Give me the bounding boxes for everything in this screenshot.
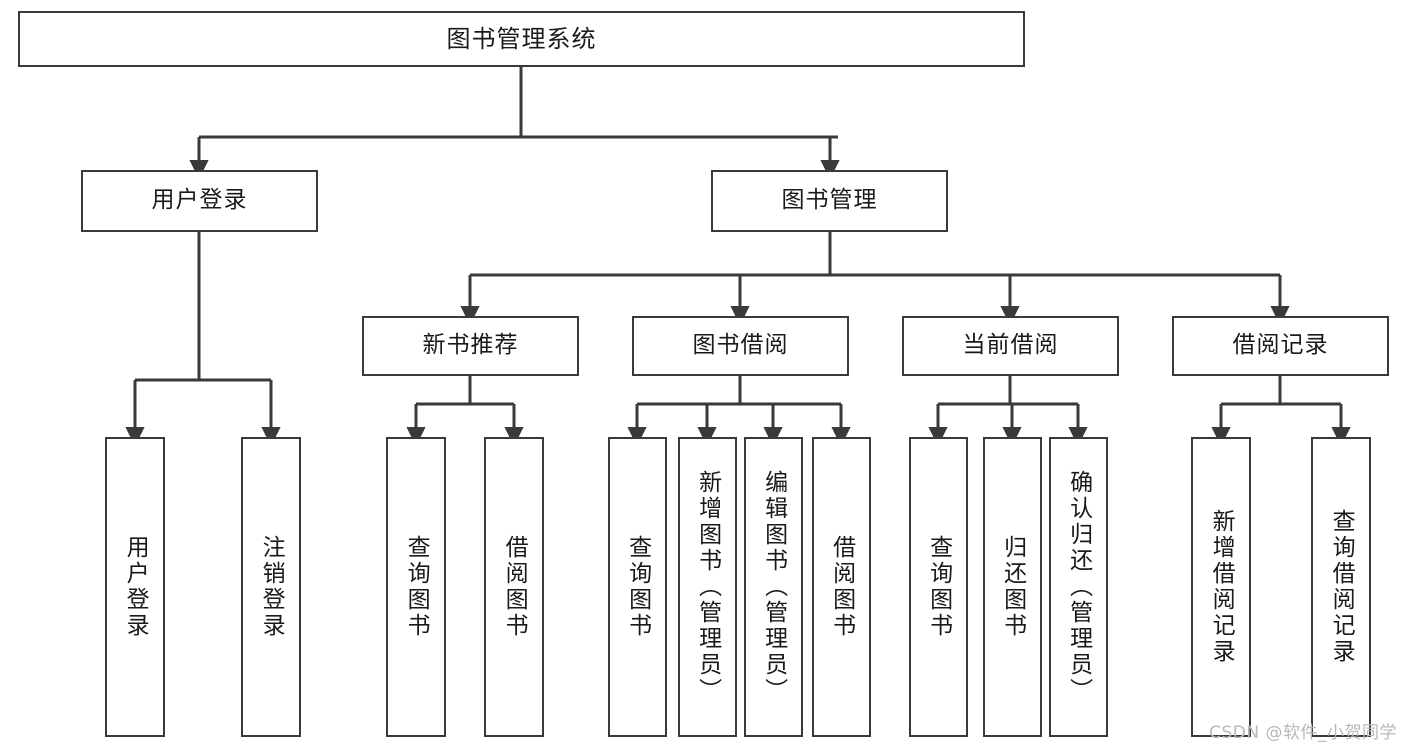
- node-root-system[interactable]: 图书管理系统: [18, 11, 1025, 67]
- node-current-borrow-label: 当前借阅: [962, 332, 1059, 359]
- node-user-login[interactable]: 用户登录: [81, 170, 318, 232]
- node-borrow-record[interactable]: 借阅记录: [1172, 316, 1389, 376]
- node-borrow-record-label: 借阅记录: [1232, 332, 1329, 359]
- leaf-borrow-book-rec[interactable]: 借阅图书: [484, 437, 544, 737]
- leaf-add-borrow-record[interactable]: 新增借阅记录: [1191, 437, 1251, 737]
- node-book-borrow-label: 图书借阅: [692, 332, 789, 359]
- leaf-borrow-book[interactable]: 借阅图书: [812, 437, 871, 737]
- leaf-query-book-borrow[interactable]: 查询图书: [608, 437, 667, 737]
- leaf-confirm-return-admin-label: 确认归还（管理员）: [1065, 470, 1092, 704]
- leaf-logout-label: 注销登录: [258, 535, 285, 639]
- leaf-query-book-current[interactable]: 查询图书: [909, 437, 968, 737]
- leaf-borrow-book-rec-label: 借阅图书: [501, 535, 528, 639]
- leaf-user-login[interactable]: 用户登录: [105, 437, 165, 737]
- leaf-add-borrow-record-label: 新增借阅记录: [1208, 509, 1235, 665]
- leaf-query-borrow-record[interactable]: 查询借阅记录: [1311, 437, 1371, 737]
- node-book-borrow[interactable]: 图书借阅: [632, 316, 849, 376]
- leaf-add-book-admin[interactable]: 新增图书（管理员）: [678, 437, 737, 737]
- node-user-login-label: 用户登录: [151, 187, 248, 214]
- leaf-query-book-rec[interactable]: 查询图书: [386, 437, 446, 737]
- leaf-query-book-rec-label: 查询图书: [403, 535, 430, 639]
- leaf-edit-book-admin[interactable]: 编辑图书（管理员）: [744, 437, 803, 737]
- leaf-confirm-return-admin[interactable]: 确认归还（管理员）: [1049, 437, 1108, 737]
- node-current-borrow[interactable]: 当前借阅: [902, 316, 1119, 376]
- leaf-edit-book-admin-label: 编辑图书（管理员）: [760, 470, 787, 704]
- node-book-management[interactable]: 图书管理: [711, 170, 948, 232]
- leaf-query-borrow-record-label: 查询借阅记录: [1328, 509, 1355, 665]
- leaf-query-book-current-label: 查询图书: [925, 535, 952, 639]
- node-root-label: 图书管理系统: [446, 24, 597, 53]
- leaf-add-book-admin-label: 新增图书（管理员）: [694, 470, 721, 704]
- leaf-return-book[interactable]: 归还图书: [983, 437, 1042, 737]
- node-new-book-recommendation[interactable]: 新书推荐: [362, 316, 579, 376]
- leaf-borrow-book-label: 借阅图书: [828, 535, 855, 639]
- node-book-management-label: 图书管理: [781, 187, 878, 214]
- leaf-user-login-label: 用户登录: [122, 535, 149, 639]
- node-new-book-recommendation-label: 新书推荐: [422, 332, 519, 359]
- leaf-return-book-label: 归还图书: [999, 535, 1026, 639]
- leaf-logout[interactable]: 注销登录: [241, 437, 301, 737]
- leaf-query-book-borrow-label: 查询图书: [624, 535, 651, 639]
